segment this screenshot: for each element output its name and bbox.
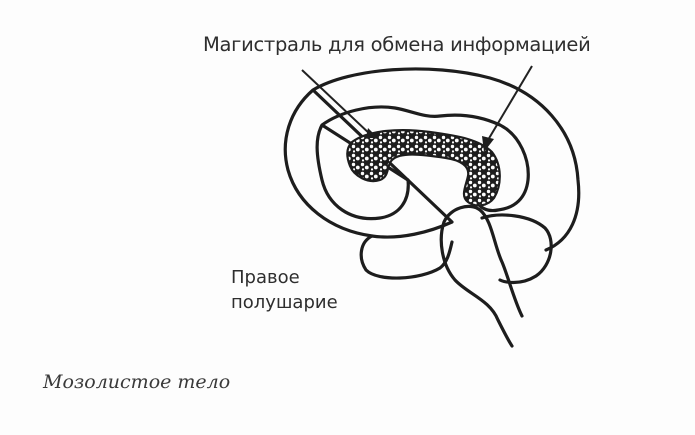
brainstem — [439, 204, 524, 348]
pointer-arrowhead-left — [366, 128, 378, 138]
corpus-callosum — [346, 129, 501, 207]
pointer-line-right — [487, 65, 533, 141]
pointer-arrowhead-right — [482, 136, 494, 152]
callout-label: Магистраль для обмена информацией — [203, 33, 591, 56]
hemisphere-label: Правое полушарие — [231, 265, 338, 315]
hemisphere-label-line2: полушарие — [231, 292, 338, 313]
inner-cingulate-contour — [315, 105, 530, 221]
temporal-lobe-contour — [359, 234, 454, 280]
figure-caption: Мозолистое тело — [43, 371, 231, 393]
pointer-line-left — [301, 69, 373, 137]
hemisphere-label-line1: Правое — [231, 267, 300, 288]
outer-cortex-contour — [283, 67, 581, 252]
cerebellum — [480, 213, 553, 285]
